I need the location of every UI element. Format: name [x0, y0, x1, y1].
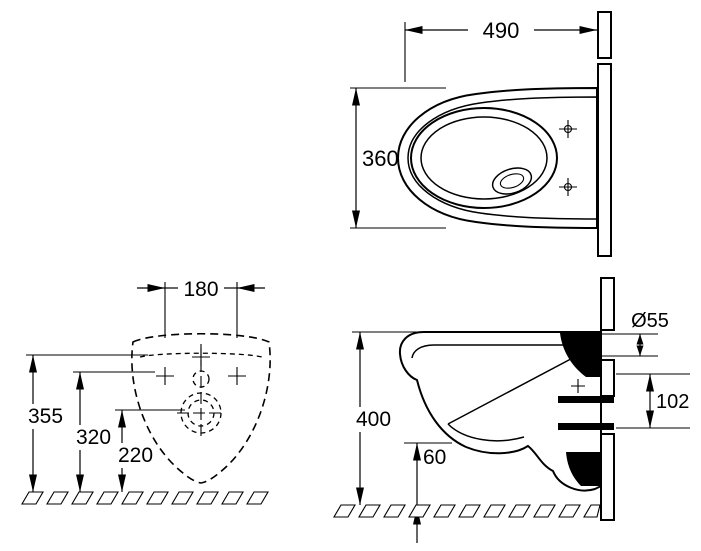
drain-outlet: [491, 167, 533, 195]
dim-220-label: 220: [118, 444, 153, 467]
dim-360-label: 360: [362, 146, 399, 171]
drain-inner: [499, 173, 525, 189]
bowl-opening-inner: [420, 116, 548, 200]
section-fill-top: [560, 333, 600, 377]
dim-490-label: 490: [483, 18, 520, 43]
dim-355-label: 355: [28, 405, 63, 428]
fixing-point-marker: [571, 379, 585, 393]
section-fill-bottom: [566, 452, 600, 486]
fixing-point-marker: [156, 367, 174, 385]
bowl-opening-outer: [410, 107, 558, 209]
toilet-top-rim-inner: [407, 96, 598, 220]
fixing-point-marker: [192, 348, 210, 366]
bowl-interior-line: [447, 351, 585, 425]
side-view: Ø55 102 400 60: [333, 277, 690, 543]
dim-220: 220: [115, 409, 185, 492]
hidden-hole-small: [192, 370, 210, 388]
toilet-side-outline: [398, 331, 602, 492]
floor-hatch: [21, 491, 269, 505]
dim-180: 180: [137, 278, 265, 338]
dim-320-label: 320: [76, 426, 111, 449]
dim-180-label: 180: [183, 278, 218, 301]
dim-490: 490: [404, 18, 597, 82]
outlet-pipe-wall-bottom: [558, 423, 614, 430]
rim-hidden-line: [139, 352, 263, 358]
wall-strip-segment: [600, 277, 615, 331]
wall-strip-segment: [597, 63, 612, 257]
outlet-pipe-wall-top: [558, 396, 614, 403]
dim-360: 360: [350, 87, 446, 229]
dim-55: Ø55: [598, 310, 669, 357]
front-view: 180 355 320 220: [21, 278, 271, 505]
floor-hatch: [333, 504, 601, 518]
fixing-point-marker: [228, 367, 246, 385]
dim-102-label: 102: [656, 391, 689, 413]
wall-strip-segment: [597, 11, 612, 59]
dim-400: 400: [352, 331, 418, 505]
toilet-top-outline: [396, 86, 598, 230]
dim-400-label: 400: [356, 408, 391, 431]
bowl-bottom-line: [447, 423, 525, 442]
wall-strip-segment: [600, 433, 615, 521]
fixing-point-marker: [559, 178, 577, 196]
fixing-point-marker: [559, 120, 577, 138]
rim-inner-line: [411, 344, 601, 359]
dim-60: 60: [404, 442, 452, 543]
dim-102: 102: [616, 373, 690, 429]
top-view: 490 360: [350, 11, 612, 257]
dim-320: 320: [73, 371, 155, 492]
drain-outer: [491, 167, 533, 195]
wall-strip-segment: [600, 359, 615, 397]
dim-60-label: 60: [423, 446, 446, 469]
dim-355: 355: [26, 354, 148, 492]
dim-55-label: Ø55: [631, 310, 669, 332]
